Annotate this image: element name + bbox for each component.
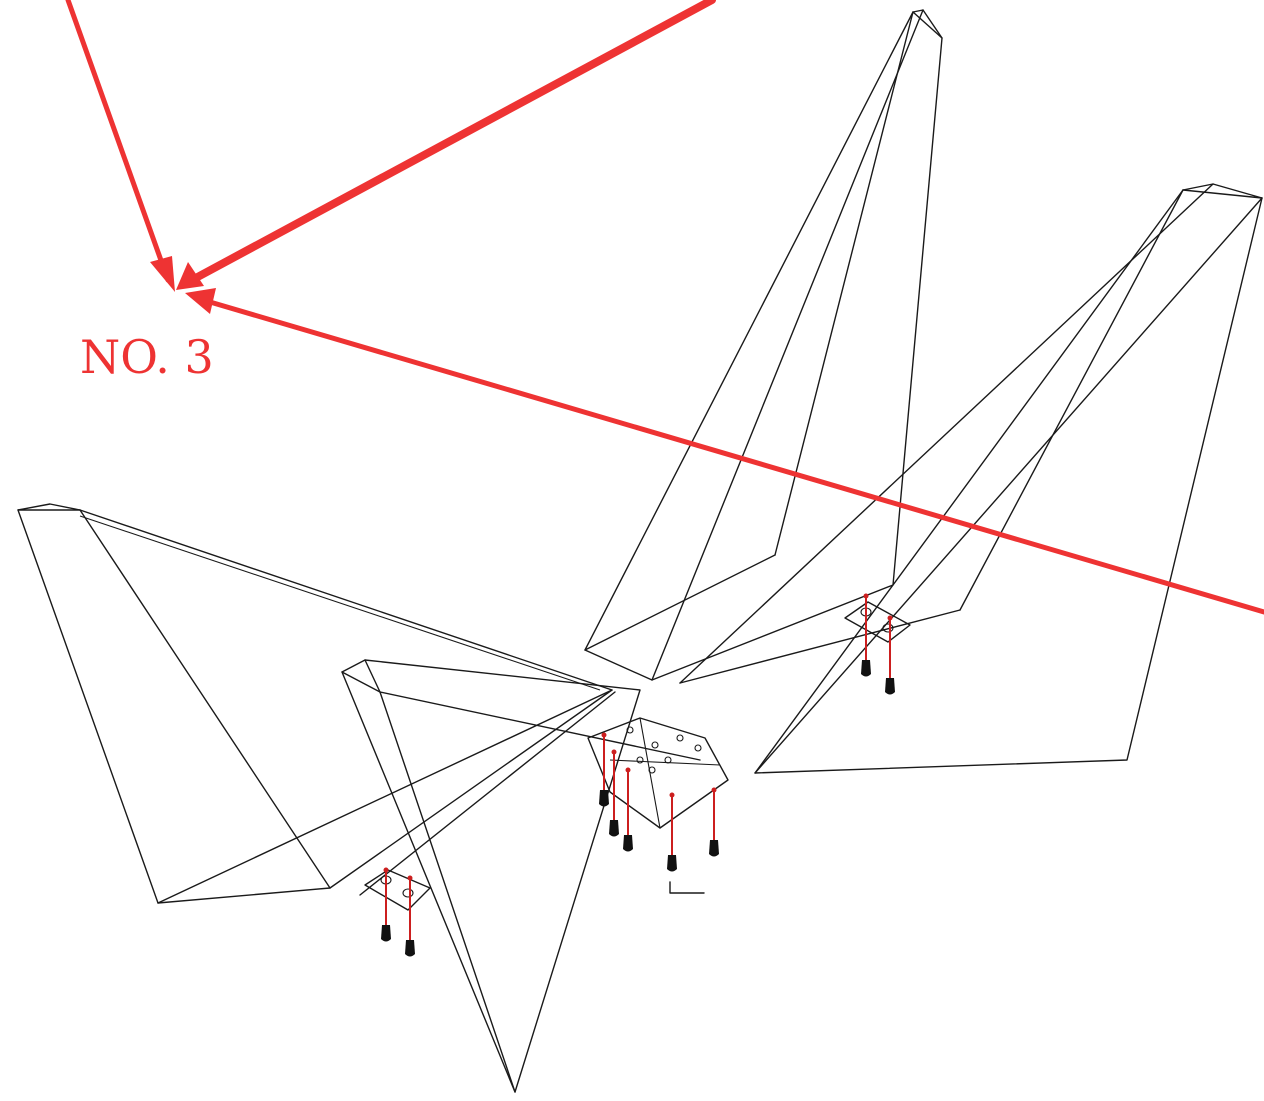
callout-arrow-3 (207, 299, 1264, 615)
screw (709, 787, 719, 857)
front-fin (341, 659, 701, 1093)
mounting-screws (381, 593, 895, 957)
screw (405, 875, 415, 957)
screw (599, 732, 609, 807)
screw-tip (601, 732, 607, 738)
screw-head (381, 925, 391, 942)
screw-tip (625, 767, 631, 773)
screw-tip (711, 787, 717, 793)
screw-tip (863, 593, 869, 599)
callout-arrow-1 (65, 0, 171, 283)
screw-tip (407, 875, 413, 881)
screw (885, 615, 895, 695)
left-bracket (364, 869, 431, 911)
screw (623, 767, 633, 852)
right-fin (679, 183, 1263, 774)
callout-arrowhead-1 (150, 256, 175, 292)
center-hub (587, 717, 729, 894)
screw (609, 749, 619, 837)
screw-tip (611, 749, 617, 755)
callout-arrows: NO. 3 (65, 0, 1264, 615)
screw-head (609, 820, 619, 837)
callout-arrow-2 (188, 0, 716, 284)
left-fin (17, 503, 613, 904)
screw-head (667, 855, 677, 872)
screw-head (599, 790, 609, 807)
screw-head (405, 940, 415, 957)
screw (381, 867, 391, 942)
screw-tip (669, 792, 675, 798)
callout-label: NO. 3 (80, 330, 214, 384)
callout-arrowhead-3 (185, 288, 216, 314)
screw-head (709, 840, 719, 857)
screw-head (885, 678, 895, 695)
screw-head (623, 835, 633, 852)
callout-arrowhead-2 (176, 262, 204, 290)
top-fin (584, 9, 943, 681)
screw (861, 593, 871, 677)
screw-tip (383, 867, 389, 873)
screw-head (861, 660, 871, 677)
screw (667, 792, 677, 872)
screw-tip (887, 615, 893, 621)
